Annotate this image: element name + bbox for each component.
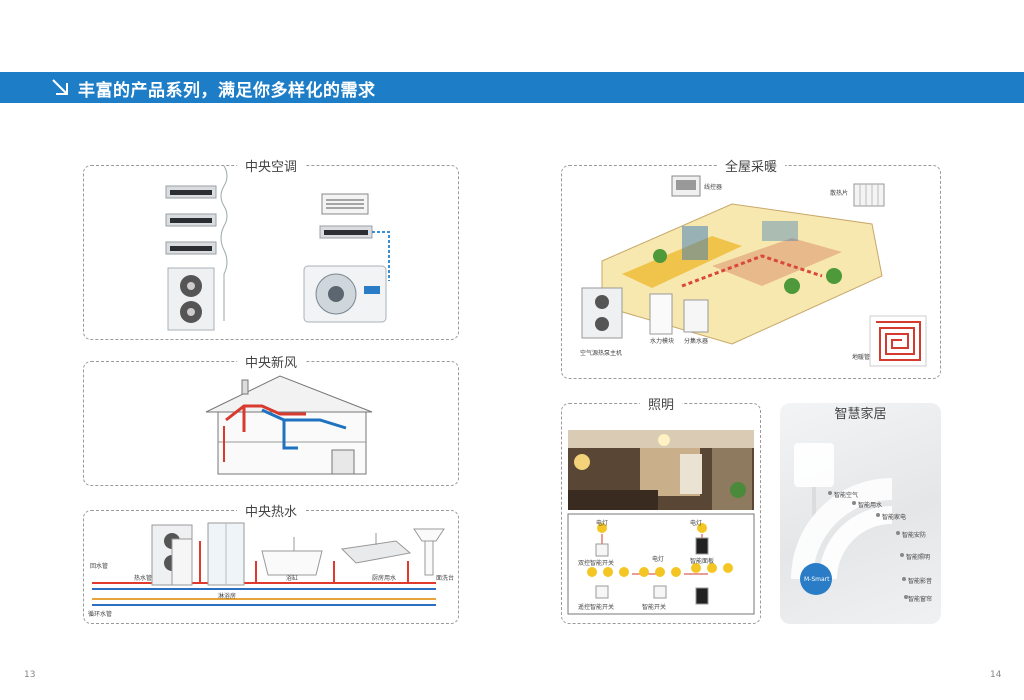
lighting-label-sw4: 智能开关 [642, 604, 667, 611]
page-number-right: 14 [990, 670, 1002, 680]
lighting-label-sw3: 遥控智能开关 [578, 604, 615, 611]
section-banner: 丰富的产品系列，满足你多样化的需求 [0, 72, 1024, 103]
smart-home-item: 智能窗帘 [908, 596, 933, 603]
smart-home-item: 智能家电 [882, 514, 907, 521]
panel-hot-water: 中央热水 回水管 热水管 循环水管 淋浴房 浴缸 厨房用水 面洗台 [83, 501, 459, 624]
floor-heating-label-controller: 线控器 [704, 184, 723, 191]
arrow-down-right-icon [52, 79, 68, 95]
smart-home-item: 智能照明 [906, 554, 931, 561]
smart-home-illustration [791, 443, 908, 599]
hot-water-label-return: 循环水管 [88, 611, 113, 618]
panel-lighting-label: 照明 [639, 394, 683, 413]
lighting-label-lamp2: 电灯 [652, 556, 665, 563]
split-outdoor-unit-icon [303, 265, 387, 323]
floor-heating-label-radiator: 散热片 [830, 190, 849, 197]
floor-pipe-icon [869, 315, 927, 367]
panel-central-ac: 中央空调 [83, 156, 459, 340]
lighting-label-lamp3: 电灯 [690, 520, 703, 527]
hot-water-label-cold-in: 回水管 [90, 563, 109, 570]
house-ventilation-illustration [205, 375, 373, 475]
hot-water-label-bath: 浴缸 [286, 575, 299, 582]
bulb-icon [587, 523, 733, 577]
lighting-label-sw1: 双控智能开关 [578, 560, 615, 567]
hot-water-label-sink: 厨房用水 [372, 575, 397, 582]
smart-home-item: 智能影音 [908, 578, 933, 585]
hot-water-label-shower: 淋浴房 [218, 593, 237, 600]
floor-heating-label-hydro: 水力模块 [650, 338, 675, 345]
hot-water-illustration [92, 522, 445, 606]
panel-fresh-air: 中央新风 [83, 352, 459, 486]
ducted-unit-icon [165, 185, 217, 255]
hot-water-label-basin: 面洗台 [436, 575, 455, 582]
outdoor-unit-icon [167, 267, 215, 331]
hot-water-label-hot-pipe: 热水管 [134, 575, 153, 582]
smart-home-item: 智能安防 [902, 532, 927, 539]
panel-smart-home: 智慧家居 M-Smart 智能空气 智能用水 智能家电 智能安防 智能照明 智能… [780, 403, 941, 624]
lighting-illustration [567, 430, 755, 615]
floor-heating-label-floor: 地暖管 [852, 354, 871, 361]
lighting-label-lamp1: 电灯 [596, 520, 609, 527]
panel-fresh-air-label: 中央新风 [236, 352, 306, 371]
floor-heating-label-mixer: 分集水器 [684, 338, 709, 345]
panel-lighting: 照明 电灯 电灯 电灯 双控智能开关 智能面板 [561, 394, 761, 624]
panel-smart-home-label: 智慧家居 [834, 407, 887, 422]
panel-floor-heating-label: 全屋采暖 [716, 156, 786, 175]
floor-heating-label-heat-pump: 空气源热泵主机 [580, 350, 623, 357]
radiator-icon [853, 183, 885, 207]
panel-central-ac-label: 中央空调 [236, 156, 306, 175]
smart-home-item: 智能用水 [858, 502, 883, 509]
central-ac-illustration [165, 166, 390, 331]
smart-home-item: 智能空气 [834, 492, 859, 499]
page-number-left: 13 [24, 670, 36, 680]
panel-floor-heating: 全屋采暖 线控器 散热片 空气源热泵主机 [561, 156, 941, 379]
panel-hot-water-label: 中央热水 [236, 501, 306, 520]
lighting-label-sw2: 智能面板 [690, 558, 715, 565]
banner-title: 丰富的产品系列，满足你多样化的需求 [78, 81, 376, 101]
floor-heating-illustration [581, 175, 927, 367]
smart-home-badge: M-Smart [804, 576, 830, 583]
